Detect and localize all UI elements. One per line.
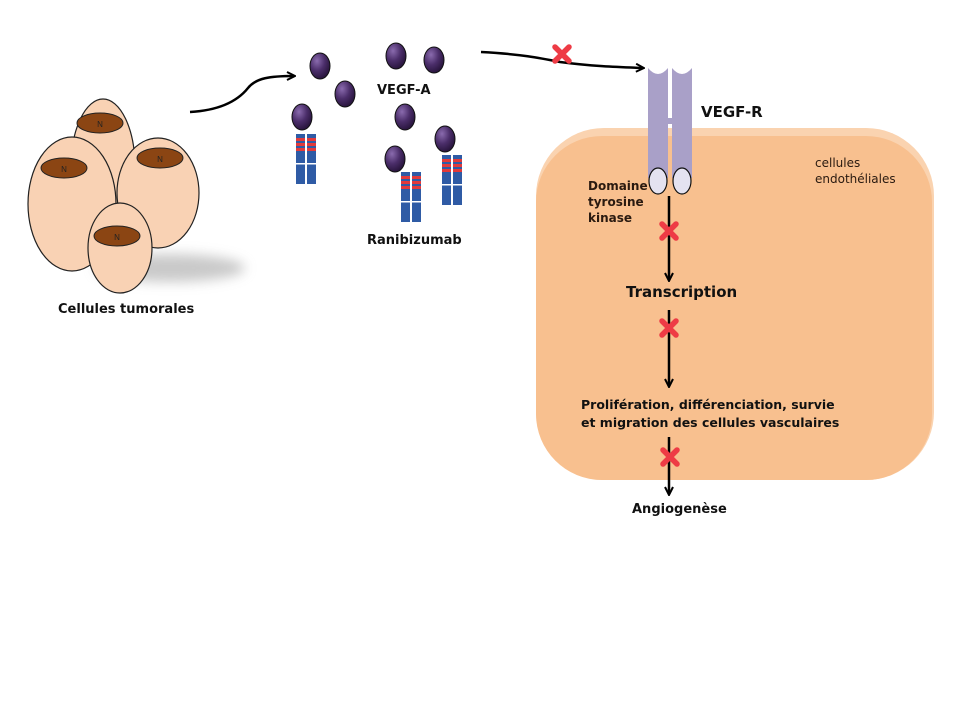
block-cross-icon: [660, 447, 680, 467]
vegf-a-molecule: [309, 52, 331, 80]
vegf-a-molecule-bound: [384, 145, 406, 173]
tyrosine-kinase-label: Domaine tyrosine kinase: [588, 178, 648, 226]
tyrosine-kinase-domain: [672, 167, 692, 195]
nucleus-label: N: [114, 233, 120, 242]
proliferation-label-line: et migration des cellules vasculaires: [581, 415, 840, 430]
tyrosine-kinase-label-line: Domaine: [588, 179, 648, 193]
secretion-arrow: [189, 76, 294, 114]
tumor-cell: N: [87, 202, 153, 294]
block-cross-icon: [659, 318, 679, 338]
tumor-cells: N N N N: [27, 98, 200, 294]
angiogenesis-label: Angiogenèse: [632, 502, 727, 517]
endothelial-cells-label-line: cellules: [815, 156, 861, 170]
transcription-label: Transcription: [626, 283, 738, 301]
vegf-r-label: VEGF-R: [701, 103, 763, 121]
tyrosine-kinase-label-line: tyrosine: [588, 195, 644, 209]
tumor-cells-label: Cellules tumorales: [58, 302, 195, 317]
vegf-a-label: VEGF-A: [377, 83, 431, 98]
block-cross-icon: [659, 221, 679, 241]
tyrosine-kinase-domain: [648, 167, 668, 195]
endothelial-cells-label-line: endothéliales: [815, 172, 896, 186]
vegf-a-molecule: [334, 80, 356, 108]
nucleus-label: N: [97, 120, 103, 129]
vegf-a-molecule-bound: [291, 103, 313, 131]
nucleus-label: N: [157, 155, 163, 164]
ranibizumab-antibody: [296, 134, 316, 184]
binding-arrow: [480, 50, 643, 68]
vegf-a-molecules: [291, 42, 456, 173]
vegf-a-molecule: [385, 42, 407, 70]
proliferation-label: Prolifération, différenciation, survie e…: [581, 396, 839, 432]
nucleus-label: N: [61, 165, 67, 174]
tyrosine-kinase-label-line: kinase: [588, 211, 633, 225]
ranibizumab-antibody: [401, 172, 421, 222]
block-cross-icon: [552, 44, 572, 64]
vegf-r-receptor: [648, 68, 692, 195]
proliferation-label-line: Prolifération, différenciation, survie: [581, 397, 835, 412]
vegf-a-molecule-bound: [434, 125, 456, 153]
endothelial-cell: [536, 128, 934, 480]
ranibizumab-antibody: [442, 155, 462, 205]
ranibizumab-label: Ranibizumab: [367, 233, 462, 248]
vegf-a-molecule: [394, 103, 416, 131]
endothelial-cells-label: cellules endothéliales: [815, 155, 896, 187]
vegf-a-molecule: [423, 46, 445, 74]
